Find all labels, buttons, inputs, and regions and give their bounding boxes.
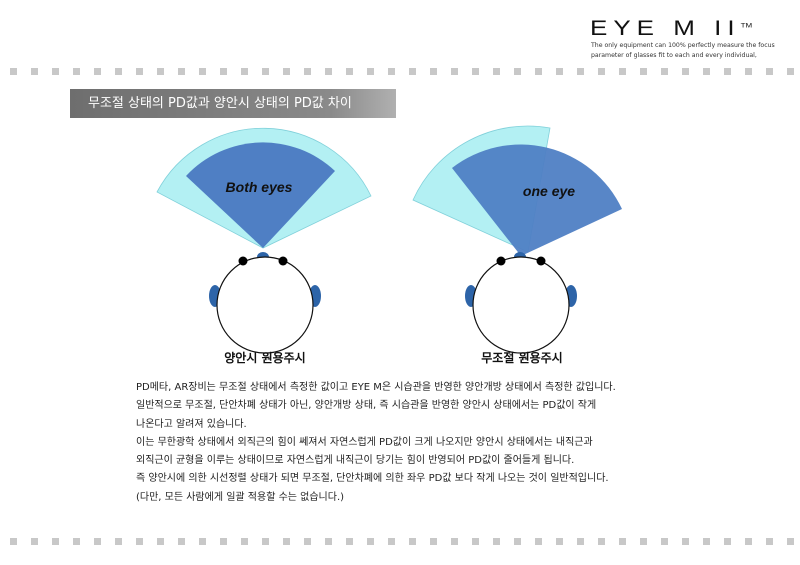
body-line: (다만, 모든 사람에게 일괄 적용할 수는 없습니다.) (136, 491, 345, 503)
caption-no-accommodation: 무조절 원용주시 (481, 351, 563, 365)
logo: EYE M IITM (590, 16, 753, 40)
body-line: PD메타, AR장비는 무조절 상태에서 측정한 값이고 EYE M은 시습관을… (136, 382, 616, 393)
section-title: 무조절 상태의 PD값과 양안시 상태의 PD값 차이 (70, 89, 396, 118)
dark-fan (186, 142, 335, 248)
dark-fan (452, 144, 622, 256)
eye-left (496, 256, 506, 266)
eye-right (536, 256, 546, 266)
caption-binocular: 양안시 원용주시 (224, 351, 306, 365)
tagline: The only equipment can 100% perfectly me… (591, 42, 775, 59)
eye-right (278, 256, 288, 266)
one-eye-diagram (412, 125, 622, 354)
eye-left (238, 256, 248, 266)
body-line: 나온다고 알려져 있습니다. (136, 418, 247, 430)
top-divider (10, 68, 800, 75)
body-line: 일반적으로 무조절, 단안차폐 상태가 아닌, 양안개방 상태, 즉 시습관을 … (136, 400, 597, 412)
body-line: 즉 양안시에 의한 시선정렬 상태가 되면 무조절, 단안차폐에 의한 좌우 P… (136, 473, 609, 485)
one-eye-label: one eye (523, 183, 575, 199)
head (472, 256, 570, 354)
body-text: PD메타, AR장비는 무조절 상태에서 측정한 값이고 EYE M은 시습관을… (136, 379, 616, 507)
both-eyes-diagram (156, 127, 372, 354)
body-line: 이는 무한광학 상태에서 외직근의 힘이 쎄져서 자연스럽게 PD값이 크게 나… (136, 436, 593, 448)
body-line: 외직근이 균형을 이루는 상태이므로 자연스럽게 내직근이 당기는 힘이 반영되… (136, 455, 575, 467)
bottom-divider (10, 538, 800, 545)
both-eyes-label: Both eyes (226, 179, 293, 195)
head (216, 256, 314, 354)
